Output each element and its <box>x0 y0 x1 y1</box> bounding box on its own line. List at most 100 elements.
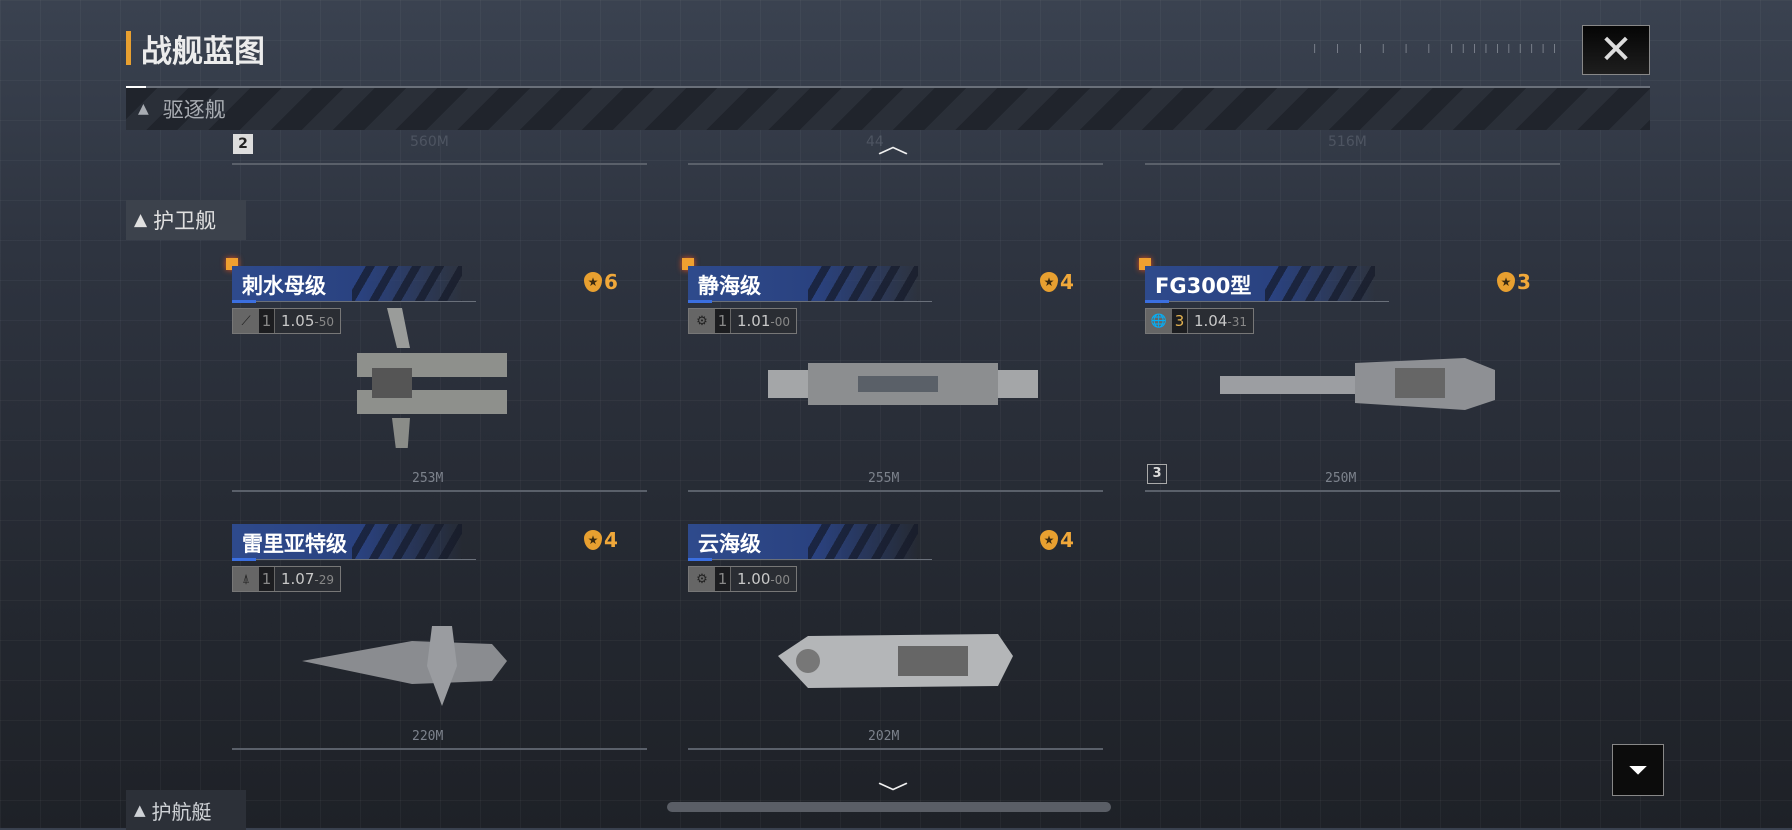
rank-value: 4 <box>1060 270 1074 294</box>
rank: ★4 <box>584 528 618 552</box>
version-sub: 31 <box>1231 315 1248 329</box>
triangle-icon: ▲ <box>138 101 149 117</box>
version: 1.04 <box>1194 312 1228 330</box>
filter-button[interactable]: ⏷ <box>1612 744 1664 796</box>
category-label: 驱逐舰 <box>162 98 226 122</box>
name-band <box>232 266 462 302</box>
category-label: 护航艇 <box>151 799 212 824</box>
accent-line <box>1145 300 1169 303</box>
rank-star-icon: ★ <box>1040 272 1058 292</box>
ruler <box>688 748 1103 750</box>
faction-icon: ⟋ <box>233 309 259 333</box>
accent-line <box>232 558 256 561</box>
close-icon: ✕ <box>1599 27 1633 73</box>
ship-name: FG300型 <box>1155 274 1252 298</box>
name-band <box>232 524 462 560</box>
length-label: 560M <box>410 134 449 150</box>
ship-image <box>768 363 1038 405</box>
ruler <box>232 490 647 492</box>
version: 1.05 <box>281 312 315 330</box>
ship-name: 静海级 <box>698 274 761 298</box>
category-destroyer[interactable]: ▲ 驱逐舰 <box>126 86 1650 130</box>
page-title: 战舰蓝图 <box>126 30 265 70</box>
faction-icon: ⚙ <box>689 309 715 333</box>
accent-line <box>232 300 256 303</box>
length-label: 202M <box>868 729 900 744</box>
category-label: 护卫舰 <box>153 209 217 233</box>
version-sub: 29 <box>318 573 335 587</box>
title-accent <box>126 31 131 65</box>
ship-image <box>778 634 1013 688</box>
ship-name: 雷里亚特级 <box>242 532 347 556</box>
close-button[interactable]: ✕ <box>1582 25 1650 75</box>
category-corvette[interactable]: ▲ 护航艇 <box>126 790 246 830</box>
faction-icon: ⚙ <box>689 567 715 591</box>
decor-ticks: | | | | | | |||||||||| <box>1312 44 1564 54</box>
level: 1 <box>259 567 275 591</box>
level: 1 <box>715 567 731 591</box>
ruler <box>1145 163 1560 165</box>
length-label: 250M <box>1325 471 1357 486</box>
length-label: 255M <box>868 471 900 486</box>
level: 1 <box>715 309 731 333</box>
scroll-up-button[interactable]: ︿ <box>878 128 909 160</box>
rank: ★4 <box>1040 270 1074 294</box>
divider <box>712 301 932 302</box>
scrollbar[interactable] <box>667 802 1111 812</box>
level: 3 <box>1172 309 1188 333</box>
length-label: 516M <box>1328 134 1367 150</box>
rank: ★3 <box>1497 270 1531 294</box>
ruler <box>1145 490 1560 492</box>
rank-star-icon: ★ <box>1497 272 1515 292</box>
ship-image <box>302 626 507 706</box>
ship-name: 云海级 <box>698 532 761 556</box>
faction-icon: ⍋ <box>233 567 259 591</box>
triangle-icon: ▲ <box>134 801 146 819</box>
version: 1.01 <box>737 312 771 330</box>
triangle-icon: ▲ <box>134 210 148 230</box>
count-badge: 3 <box>1147 464 1167 484</box>
rank-star-icon: ★ <box>1040 530 1058 550</box>
divider <box>712 559 932 560</box>
length-label: 44 <box>866 134 884 150</box>
count-badge: 2 <box>233 134 253 154</box>
chevron-up-icon: ︿ <box>877 134 909 159</box>
title-text: 战舰蓝图 <box>141 33 265 70</box>
rank-value: 6 <box>604 270 618 294</box>
rank-star-icon: ★ <box>584 530 602 550</box>
rank-value: 4 <box>1060 528 1074 552</box>
globe-icon: 🌐 <box>1146 309 1172 333</box>
name-band <box>688 266 918 302</box>
version-sub: 00 <box>774 315 791 329</box>
ruler <box>688 163 1103 165</box>
version: 1.07 <box>281 570 315 588</box>
divider <box>1169 301 1389 302</box>
rank: ★4 <box>1040 528 1074 552</box>
category-frigate[interactable]: ▲护卫舰 <box>126 200 246 240</box>
level: 1 <box>259 309 275 333</box>
rank-value: 4 <box>604 528 618 552</box>
version: 1.00 <box>737 570 771 588</box>
length-label: 220M <box>412 729 444 744</box>
version-sub: 50 <box>318 315 335 329</box>
ship-image <box>357 308 507 448</box>
ruler <box>688 490 1103 492</box>
rank: ★6 <box>584 270 618 294</box>
ruler <box>232 163 647 165</box>
filter-icon: ⏷ <box>1628 756 1648 784</box>
ship-image <box>1220 358 1495 410</box>
divider <box>256 559 476 560</box>
divider <box>256 301 476 302</box>
ruler <box>232 748 647 750</box>
ship-name: 刺水母级 <box>242 274 326 298</box>
rank-star-icon: ★ <box>584 272 602 292</box>
